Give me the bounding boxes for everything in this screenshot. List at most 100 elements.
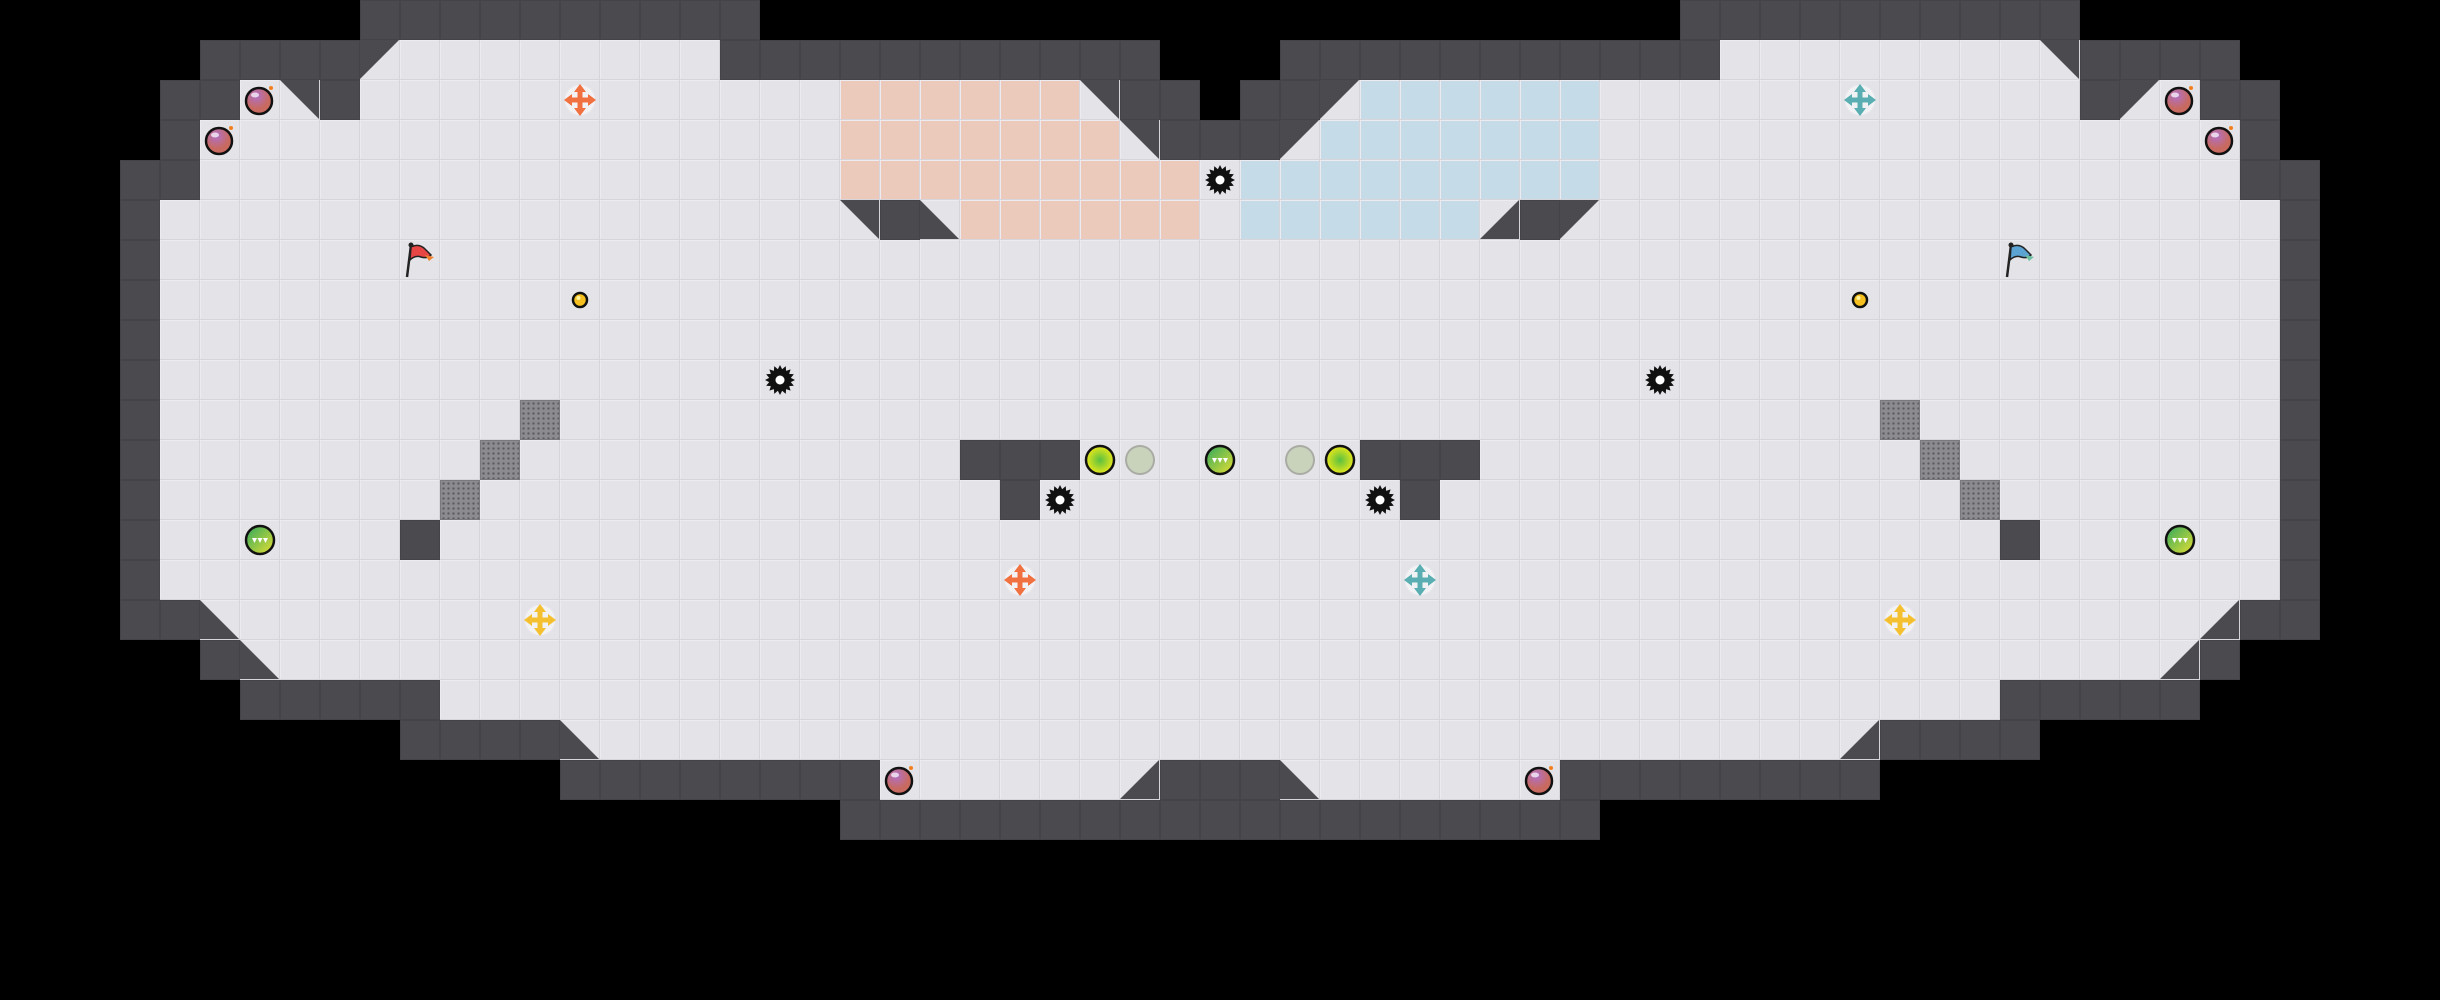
floor-tile: [1760, 240, 1800, 280]
wall-tile: [1800, 760, 1840, 800]
floor-tile: [720, 720, 760, 760]
floor-tile: [1760, 280, 1800, 320]
floor-tile: [640, 720, 680, 760]
floor-tile: [920, 760, 960, 800]
wall-tile: [2280, 560, 2320, 600]
bomb-icon: [2160, 80, 2200, 120]
blue-endzone-tile: [1480, 80, 1520, 120]
red-boost-icon: [1000, 560, 1040, 600]
floor-tile: [1840, 480, 1880, 520]
wall-tile: [560, 0, 600, 40]
diagonal-wall-tile: [1280, 760, 1320, 800]
floor-tile: [640, 240, 680, 280]
blue-endzone-tile: [1560, 160, 1600, 200]
floor-tile: [1080, 720, 1120, 760]
floor-tile: [1160, 560, 1200, 600]
diagonal-wall-tile: [920, 200, 960, 240]
floor-tile: [840, 440, 880, 480]
floor-tile: [1480, 720, 1520, 760]
floor-tile: [2200, 440, 2240, 480]
floor-tile: [2080, 120, 2120, 160]
wall-tile: [760, 40, 800, 80]
floor-tile: [2080, 160, 2120, 200]
blue-endzone-tile: [1400, 120, 1440, 160]
floor-tile: [1760, 720, 1800, 760]
wall-wedge: [2120, 80, 2159, 119]
floor-tile: [400, 280, 440, 320]
floor-tile: [1080, 360, 1120, 400]
floor-tile: [1440, 320, 1480, 360]
blue-boost-icon: [1840, 80, 1880, 120]
powerup-icon: [240, 520, 280, 560]
floor-tile: [1520, 720, 1560, 760]
floor-tile: [800, 720, 840, 760]
floor-tile: [1240, 560, 1280, 600]
wall-tile: [1440, 800, 1480, 840]
floor-tile: [160, 240, 200, 280]
floor-tile: [1320, 360, 1360, 400]
floor-tile: [1600, 720, 1640, 760]
wall-tile: [960, 40, 1000, 80]
floor-tile: [1920, 520, 1960, 560]
wall-tile: [840, 800, 880, 840]
blue-endzone-tile: [1520, 120, 1560, 160]
floor-tile: [920, 400, 960, 440]
floor-tile: [640, 200, 680, 240]
floor-tile: [1720, 680, 1760, 720]
floor-tile: [1800, 40, 1840, 80]
floor-tile: [400, 560, 440, 600]
floor-tile: [960, 560, 1000, 600]
floor-tile: [1160, 640, 1200, 680]
floor-tile: [1680, 160, 1720, 200]
floor-tile: [1400, 520, 1440, 560]
floor-tile: [480, 480, 520, 520]
floor-tile: [680, 40, 720, 80]
wall-tile: [320, 680, 360, 720]
floor-tile: [960, 680, 1000, 720]
floor-tile: [600, 720, 640, 760]
wall-tile: [2000, 0, 2040, 40]
floor-tile: [1960, 680, 2000, 720]
floor-tile: [1480, 680, 1520, 720]
floor-tile: [1920, 480, 1960, 520]
floor-tile: [280, 400, 320, 440]
wall-tile: [120, 160, 160, 200]
floor-tile: [360, 360, 400, 400]
floor-tile: [960, 360, 1000, 400]
floor-tile: [1880, 520, 1920, 560]
floor-tile: [1600, 80, 1640, 120]
floor-tile: [520, 480, 560, 520]
floor-tile: [1920, 400, 1960, 440]
floor-tile: [760, 720, 800, 760]
blue-endzone-tile: [1480, 160, 1520, 200]
floor-tile: [1000, 520, 1040, 560]
floor-tile: [2040, 640, 2080, 680]
wall-tile: [120, 560, 160, 600]
wall-wedge: [1480, 200, 1519, 239]
floor-tile: [2000, 600, 2040, 640]
red-endzone-tile: [880, 120, 920, 160]
floor-tile: [720, 520, 760, 560]
red-endzone-tile: [880, 80, 920, 120]
floor-tile: [1560, 280, 1600, 320]
button-off-icon: [1120, 440, 1160, 480]
floor-tile: [960, 640, 1000, 680]
wall-tile: [400, 720, 440, 760]
floor-tile: [1240, 280, 1280, 320]
floor-tile: [1960, 40, 2000, 80]
floor-tile: [440, 200, 480, 240]
floor-tile: [920, 480, 960, 520]
floor-tile: [1600, 520, 1640, 560]
floor-tile: [600, 640, 640, 680]
wall-tile: [680, 760, 720, 800]
floor-tile: [1120, 400, 1160, 440]
blue-endzone-tile: [1240, 160, 1280, 200]
floor-tile: [400, 400, 440, 440]
floor-tile: [1480, 560, 1520, 600]
floor-tile: [1200, 640, 1240, 680]
floor-tile: [840, 240, 880, 280]
floor-tile: [960, 480, 1000, 520]
floor-tile: [1680, 360, 1720, 400]
floor-tile: [1640, 280, 1680, 320]
floor-tile: [360, 400, 400, 440]
